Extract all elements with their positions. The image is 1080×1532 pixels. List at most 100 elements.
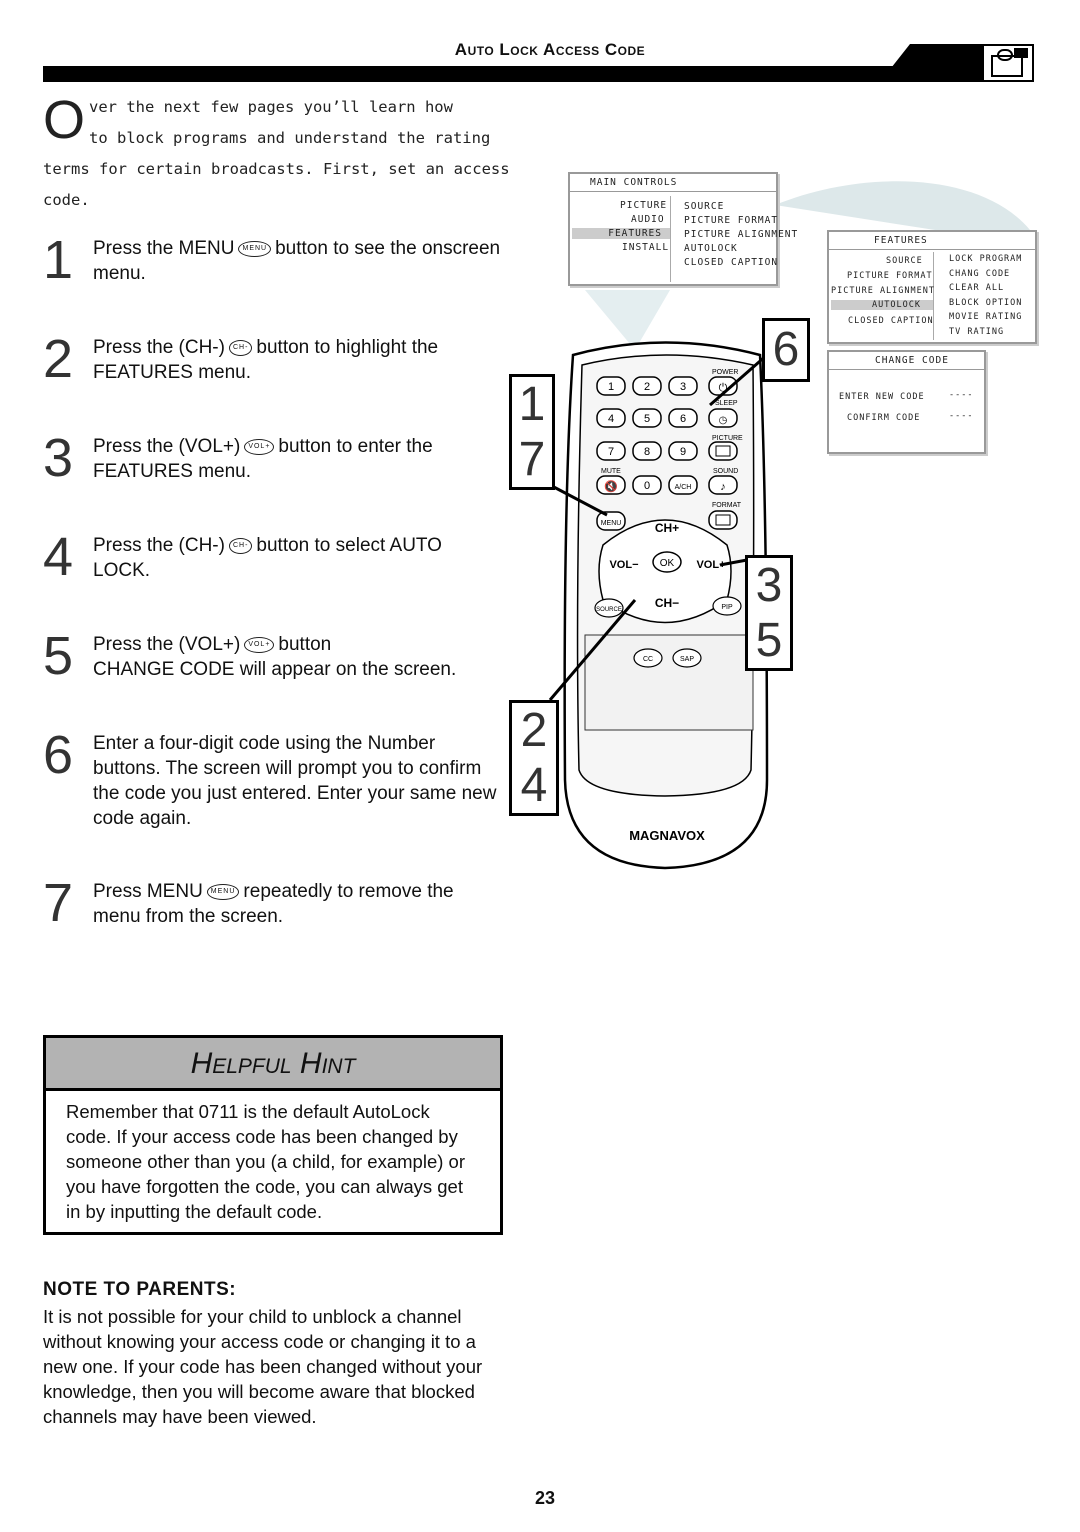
pip-button[interactable]: PIP <box>712 596 742 616</box>
svg-text:♪: ♪ <box>720 481 726 493</box>
ch-down-button-icon: CH- <box>228 537 253 554</box>
sleep-label: SLEEP <box>715 400 738 407</box>
vol-up-button-icon: VOL+ <box>244 438 275 455</box>
digit-button-5: 5 <box>632 408 662 428</box>
submenu-item: PICTURE FORMAT <box>684 215 779 226</box>
lock-tv-icon <box>982 44 1034 82</box>
note-title: NOTE TO PARENTS: <box>43 1279 237 1300</box>
step-text-post: button to enter the FEATURES menu. <box>93 436 433 482</box>
enter-new-code-value: ---- <box>949 390 974 400</box>
menu-item-source: SOURCE <box>886 256 923 266</box>
helpful-hint-box: Helpful Hint Remember that 0711 is the d… <box>43 1035 503 1235</box>
callout-number: 7 <box>518 433 546 486</box>
submenu-item: TV RATING <box>949 327 1005 337</box>
picture-button[interactable] <box>708 441 738 461</box>
ch-up-label: CH+ <box>655 521 679 535</box>
digit-button-0: 0 <box>632 475 662 495</box>
digit-button-1: 1 <box>596 376 626 396</box>
digit-label: 9 <box>680 446 686 458</box>
pip-label: PIP <box>721 604 733 611</box>
callout-2-4: 2 4 <box>509 700 559 816</box>
digit-button-8: 8 <box>632 441 662 461</box>
digit-buttons[interactable]: 1 2 3 4 5 6 7 8 9 0 <box>596 376 698 495</box>
cc-button[interactable]: CC <box>633 648 663 668</box>
mute-button[interactable]: 🔇 <box>596 475 626 495</box>
source-button[interactable]: SOURCE <box>594 598 624 618</box>
page-header-title: Auto Lock Access Code <box>454 40 646 59</box>
header-bar-slope <box>880 44 984 82</box>
intro-line-2: to block programs and understand the rat… <box>89 129 491 147</box>
menu-remote-button[interactable]: MENU <box>596 511 626 531</box>
power-button[interactable]: ⏻ <box>708 376 738 396</box>
ch-down-label: CH− <box>655 596 679 610</box>
intro-paragraph: O ver the next few pages you’ll learn ho… <box>43 92 513 216</box>
menu-connector-shading <box>585 181 1030 350</box>
main-controls-menu: MAIN CONTROLS PICTURE AUDIO FEATURES INS… <box>568 172 797 286</box>
menu-button-icon: MENU <box>206 883 240 900</box>
digit-button-3: 3 <box>668 376 698 396</box>
step-text-post: repeatedly to remove the menu from the s… <box>93 881 454 927</box>
submenu-item: SOURCE <box>684 201 725 212</box>
step-number: 7 <box>43 873 74 933</box>
power-label: POWER <box>712 369 738 376</box>
note-body: It is not possible for your child to unb… <box>43 1306 483 1427</box>
vol-up-button[interactable]: VOL+ <box>696 559 725 571</box>
step-text-pre: Press MENU <box>93 881 203 902</box>
menu-item-audio: AUDIO <box>631 214 665 225</box>
digit-label: 7 <box>608 446 614 458</box>
callout-number: 1 <box>518 378 546 431</box>
menu-button-icon: MENU <box>238 240 272 257</box>
submenu-item: CHANG CODE <box>949 269 1011 279</box>
page-number: 23 <box>534 1488 556 1508</box>
menu-item-picture: PICTURE <box>620 200 668 211</box>
sleep-button[interactable]: ◷ <box>708 408 738 428</box>
digit-button-7: 7 <box>596 441 626 461</box>
step-number: 6 <box>43 725 74 785</box>
digit-button-4: 4 <box>596 408 626 428</box>
menu-label: MENU <box>601 520 622 527</box>
step-text: Press the (CH-)CH-button to highlight th… <box>93 335 503 385</box>
change-code-menu: CHANGE CODE ENTER NEW CODE ---- CONFIRM … <box>827 350 986 454</box>
enter-new-code-label: ENTER NEW CODE <box>839 392 925 402</box>
menu-item-picture-alignment: PICTURE ALIGNMENT <box>831 286 935 296</box>
ach-button[interactable]: A/CH <box>668 475 698 495</box>
step-text: Enter a four-digit code using the Number… <box>93 733 497 829</box>
digit-button-6: 6 <box>668 408 698 428</box>
ch-down-button[interactable]: CH− <box>655 596 679 610</box>
digit-label: 1 <box>608 381 614 393</box>
ok-button[interactable]: OK <box>652 551 682 573</box>
intro-line-3: terms for certain broadcasts. First, set… <box>43 160 510 209</box>
ch-up-button[interactable]: CH+ <box>655 521 679 535</box>
digit-label: 5 <box>644 413 650 425</box>
svg-text:◷: ◷ <box>719 415 728 426</box>
vol-down-button[interactable]: VOL− <box>609 559 638 571</box>
intro-line-1: ver the next few pages you’ll learn how <box>89 98 453 116</box>
digit-label: 3 <box>680 381 686 393</box>
sound-button[interactable]: ♪ <box>708 475 738 495</box>
step-number: 1 <box>43 230 74 290</box>
hint-body: Remember that 0711 is the default AutoLo… <box>66 1101 465 1222</box>
menu-title: CHANGE CODE <box>829 352 984 370</box>
step-text-post: button to select AUTO LOCK. <box>93 535 442 581</box>
svg-text:🔇: 🔇 <box>604 480 618 493</box>
hint-title: Helpful Hint <box>46 1038 500 1091</box>
sap-label: SAP <box>680 656 694 663</box>
digit-button-9: 9 <box>668 441 698 461</box>
drop-cap: O <box>43 90 86 150</box>
step-text-pre: Press the (VOL+) <box>93 634 241 655</box>
vol-up-label: VOL+ <box>696 559 725 571</box>
menu-title: FEATURES <box>829 232 1035 250</box>
brand-logo: MAGNAVOX <box>629 828 705 843</box>
cc-label: CC <box>643 656 653 663</box>
sap-button[interactable]: SAP <box>672 648 702 668</box>
step-text-pre: Press the (VOL+) <box>93 436 241 457</box>
ach-label: A/CH <box>675 484 692 491</box>
digit-label: 4 <box>608 413 614 425</box>
callout-number: 2 <box>520 704 548 757</box>
source-label: SOURCE <box>596 607 622 613</box>
step-text-extra: CHANGE CODE will appear on the screen. <box>93 659 457 680</box>
step-text-pre: Press the (CH-) <box>93 337 225 358</box>
format-button[interactable] <box>708 510 738 530</box>
